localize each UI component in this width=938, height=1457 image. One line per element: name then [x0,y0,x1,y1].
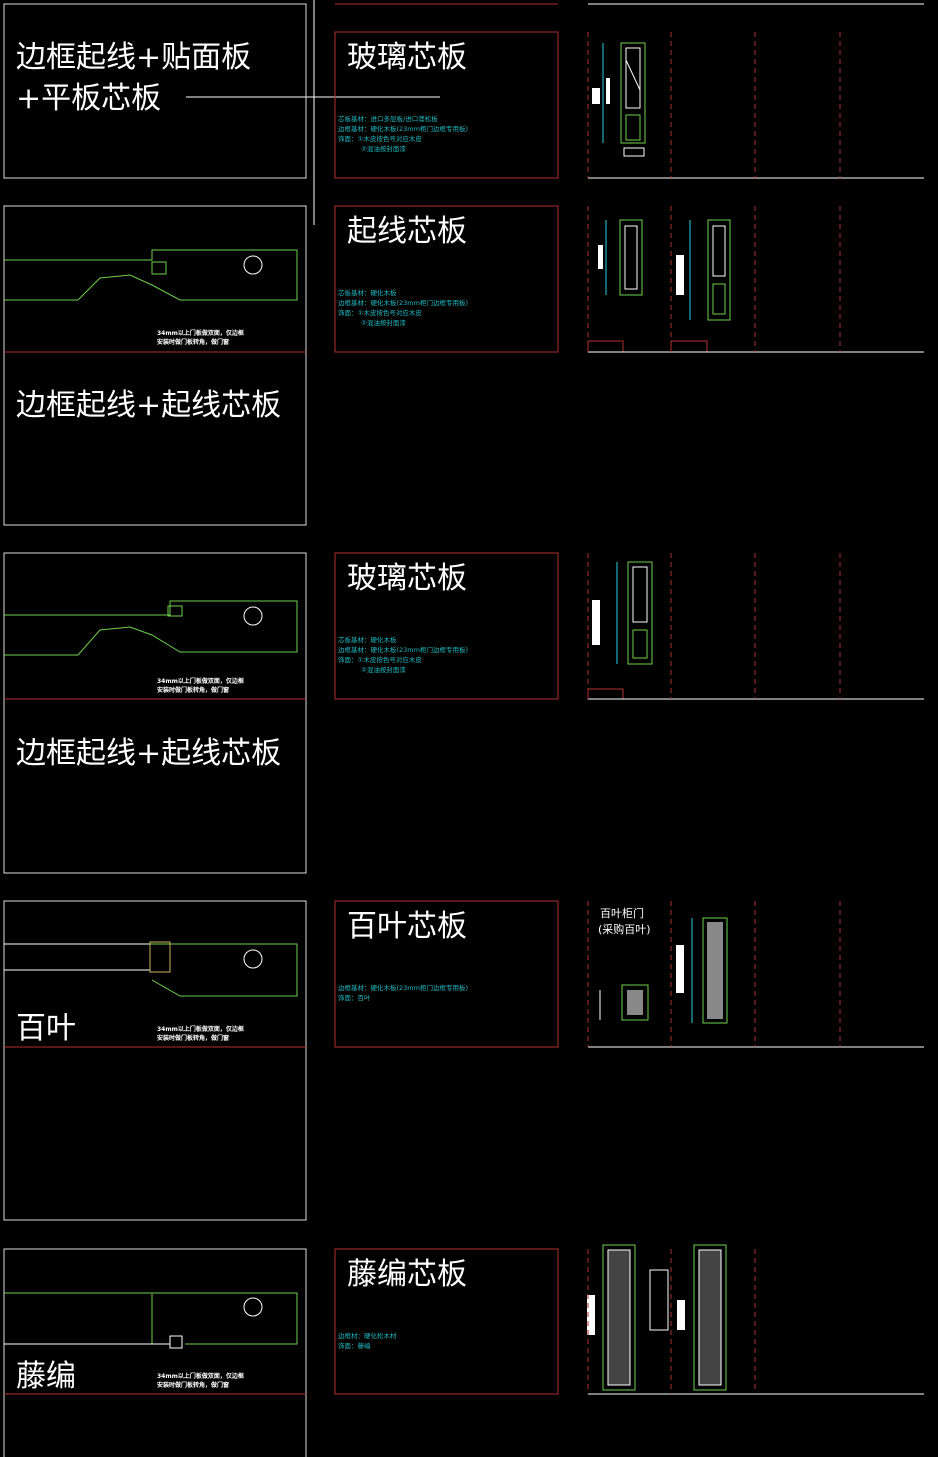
spec-line: 饰面：①木皮按色号对应木皮 [338,655,422,664]
note-text: 34mm以上门板做双面，仅边框 [157,1025,244,1033]
row-raised-glass: 34mm以上门板做双面，仅边框 安装时做门板转角，做门窗 边框起线+起线芯板 玻… [3,552,653,874]
spec-box [334,31,559,179]
spec-line: ②混油按封面漆 [361,144,406,153]
spec-line: 饰面：藤编 [338,1341,371,1350]
spec-line: 饰面：①木皮按色号对应木皮 [338,308,422,317]
row-raised-panel: 34mm以上门板做双面，仅边框 安装时做门板转角，做门窗 边框起线+起线芯板 起… [3,205,731,526]
louver-block [149,941,171,973]
note-text: 34mm以上门板做双面，仅边框 [157,677,244,685]
note-text: 安装时做门板转角，做门窗 [157,1381,229,1389]
spec-line: 芯板基材：硬化木板 [338,635,397,644]
door-elevation [599,917,728,1024]
left-frame [3,552,307,874]
spec-line: 边框基材：硬化木板(23mm柜门边框专用板) [338,645,468,654]
door-elevation [587,1244,727,1391]
profile-section [4,600,298,656]
spec-box [334,900,559,1048]
note-text: 34mm以上门板做双面，仅边框 [157,1372,244,1380]
spec-box [334,205,559,353]
left-label: 边框起线+起线芯板 [16,736,281,771]
spec-line: ②混油按封面漆 [361,665,406,674]
spec-title: 起线芯板 [347,214,467,249]
left-label: 边框起线+贴面板 [16,40,251,75]
spec-title: 藤编芯板 [347,1257,467,1292]
spec-line: 饰面：百叶 [338,993,371,1002]
left-label: 边框起线+起线芯板 [16,388,281,423]
left-frame [3,900,307,1221]
hinge-icon [243,606,263,626]
spec-line: 边框基材：硬化木板(23mm柜门边框专用板) [338,124,468,133]
left-frame [3,1248,307,1457]
note-text: 安装时做门板转角，做门窗 [157,1034,229,1042]
hinge-icon [243,1297,263,1317]
note-text: 安装时做门板转角，做门窗 [157,686,229,694]
spec-box [334,552,559,700]
spec-title: 百叶芯板 [347,909,467,944]
door-elevation [587,219,731,353]
elevation-label: 百叶柜门 [600,906,644,920]
row-rattan: 34mm以上门板做双面，仅边框 安装时做门板转角，做门窗 藤编 藤编芯板 边框材… [3,1244,727,1457]
left-label: +平板芯板 [16,81,161,116]
spec-line: ②混油按封面漆 [361,318,406,327]
row-flat-panel: 边框起线+贴面板 +平板芯板 玻璃芯板 芯板基材：进口多层板/进口澳松板 边框基… [3,3,646,179]
profile-section [150,943,298,997]
row-louver: 34mm以上门板做双面，仅边框 安装时做门板转角，做门窗 百叶 百叶芯板 边框基… [3,900,728,1221]
spec-line: 边框基材：硬化木板(23mm柜门边框专用板) [338,298,468,307]
profile-section [4,249,298,301]
note-text: 安装时做门板转角，做门窗 [157,338,229,346]
left-frame [3,3,307,179]
spec-line: 边框基材：硬化木板(23mm柜门边框专用板) [338,983,468,992]
hinge-icon [243,949,263,969]
spec-line: 边框材：硬化松木材 [338,1331,397,1340]
door-elevation [587,561,653,700]
left-frame [3,205,307,526]
spec-line: 芯板基材：进口多层板/进口澳松板 [338,114,438,123]
spec-title: 玻璃芯板 [347,40,467,75]
spec-line: 饰面：①木皮按色号对应木皮 [338,134,422,143]
elevation-label: (采购百叶) [598,922,651,936]
spec-box [334,1248,559,1395]
door-elevation [592,42,646,157]
left-label: 藤编 [16,1359,76,1394]
left-label: 百叶 [16,1011,76,1046]
spec-line: 芯板基材：硬化木板 [338,288,397,297]
spec-title: 玻璃芯板 [347,561,467,596]
note-text: 34mm以上门板做双面，仅边框 [157,329,244,337]
hinge-icon [243,255,263,275]
elevation-grid [587,32,924,1395]
